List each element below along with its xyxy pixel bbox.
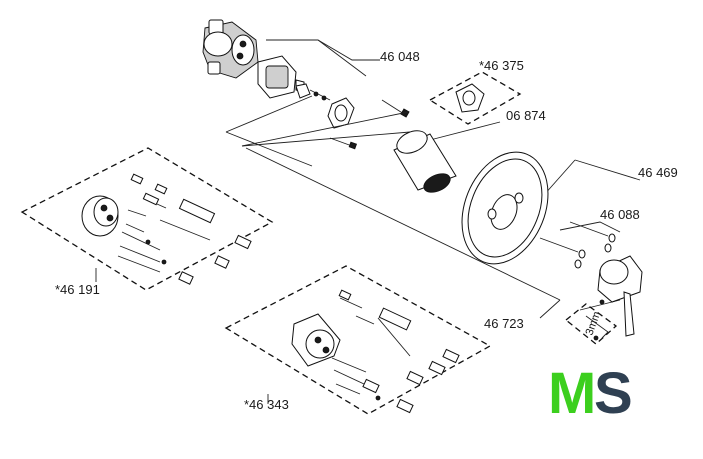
lever-handle — [597, 255, 643, 337]
sleeve-06874 — [393, 130, 457, 193]
spare-part-box-46191 — [20, 147, 274, 291]
label-46723: 46 723 — [484, 316, 524, 331]
spare-part-box-46375 — [428, 71, 522, 125]
label-46048: 46 048 — [380, 49, 420, 64]
leader-lines — [225, 39, 641, 319]
logo-letter-s: S — [594, 361, 633, 426]
label-46191: *46 191 — [55, 282, 100, 297]
label-46343: *46 343 — [244, 397, 289, 412]
label-hex-key-size: 3mm — [584, 310, 604, 337]
escutcheon-plate — [461, 151, 549, 265]
ms-logo: M S — [548, 361, 633, 426]
screws-46088 — [539, 221, 616, 269]
spare-part-box-46343 — [224, 265, 492, 415]
label-06874: 06 874 — [506, 108, 546, 123]
label-46469: 46 469 — [638, 165, 678, 180]
hex-key-tool — [564, 303, 618, 345]
label-46088: 46 088 — [600, 207, 640, 222]
valve-body-assembly — [202, 19, 410, 150]
logo-letter-m: M — [548, 361, 596, 426]
label-46375: *46 375 — [479, 58, 524, 73]
